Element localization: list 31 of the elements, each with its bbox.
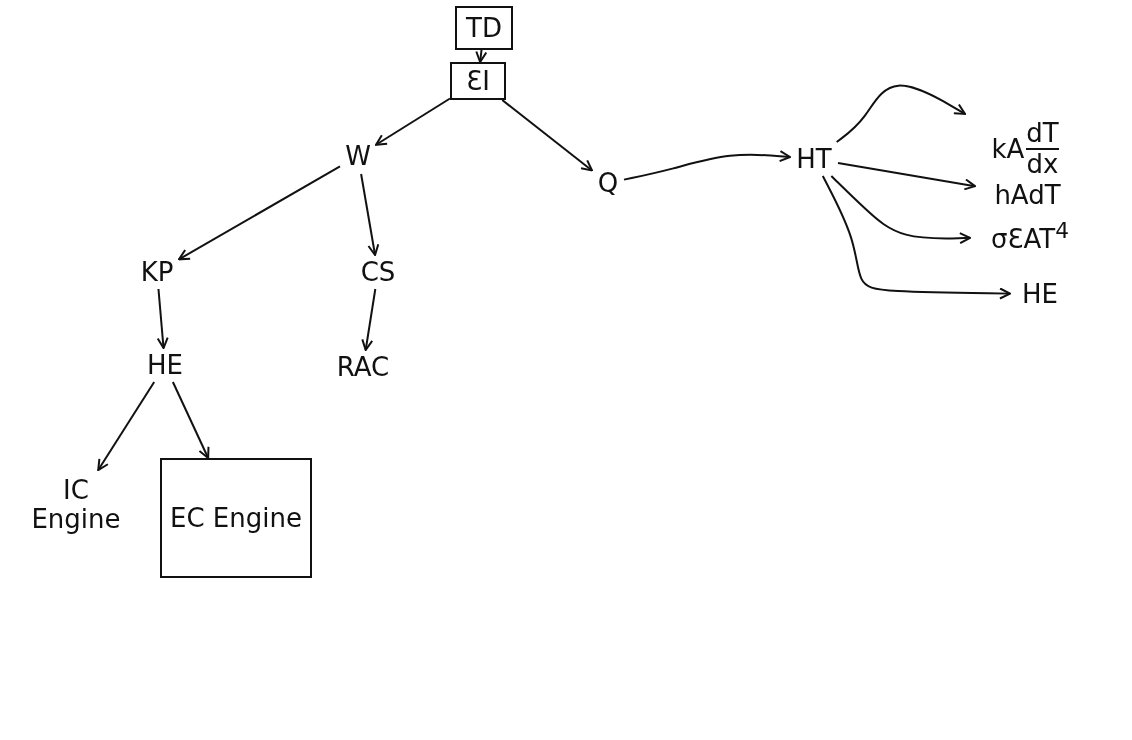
- node-label: W: [345, 141, 371, 171]
- node-label: HE: [147, 350, 183, 380]
- node-label: hAdT: [994, 180, 1061, 210]
- arrow: [171, 381, 210, 459]
- node-label: CS: [360, 257, 396, 287]
- arrow: [97, 381, 156, 471]
- node-label: KP: [140, 257, 174, 287]
- node-label: Q: [597, 168, 619, 198]
- term-box: [455, 6, 513, 50]
- arrow: [501, 99, 593, 172]
- node-label: HE: [1022, 279, 1058, 309]
- node-label: ƐI: [466, 66, 490, 96]
- arrow: [156, 288, 169, 349]
- arrow: [178, 165, 341, 261]
- arrow: [837, 162, 976, 191]
- arrow: [475, 49, 488, 63]
- term-box: [160, 458, 312, 578]
- arrow: [835, 84, 966, 143]
- arrow: [360, 173, 380, 256]
- arrow: [830, 175, 971, 245]
- arrow: [375, 97, 451, 146]
- term-box: [450, 62, 506, 100]
- node-label: TD: [466, 13, 502, 43]
- node-label: σƐAT$^{4}$: [991, 218, 1069, 254]
- arrow: [623, 150, 791, 181]
- node-label: RAC: [336, 352, 390, 382]
- node-label: EC Engine: [170, 503, 302, 533]
- node-label: IC Engine: [30, 476, 122, 534]
- node-label: HT: [796, 144, 832, 174]
- arrow: [821, 175, 1011, 300]
- arrow: [361, 288, 377, 351]
